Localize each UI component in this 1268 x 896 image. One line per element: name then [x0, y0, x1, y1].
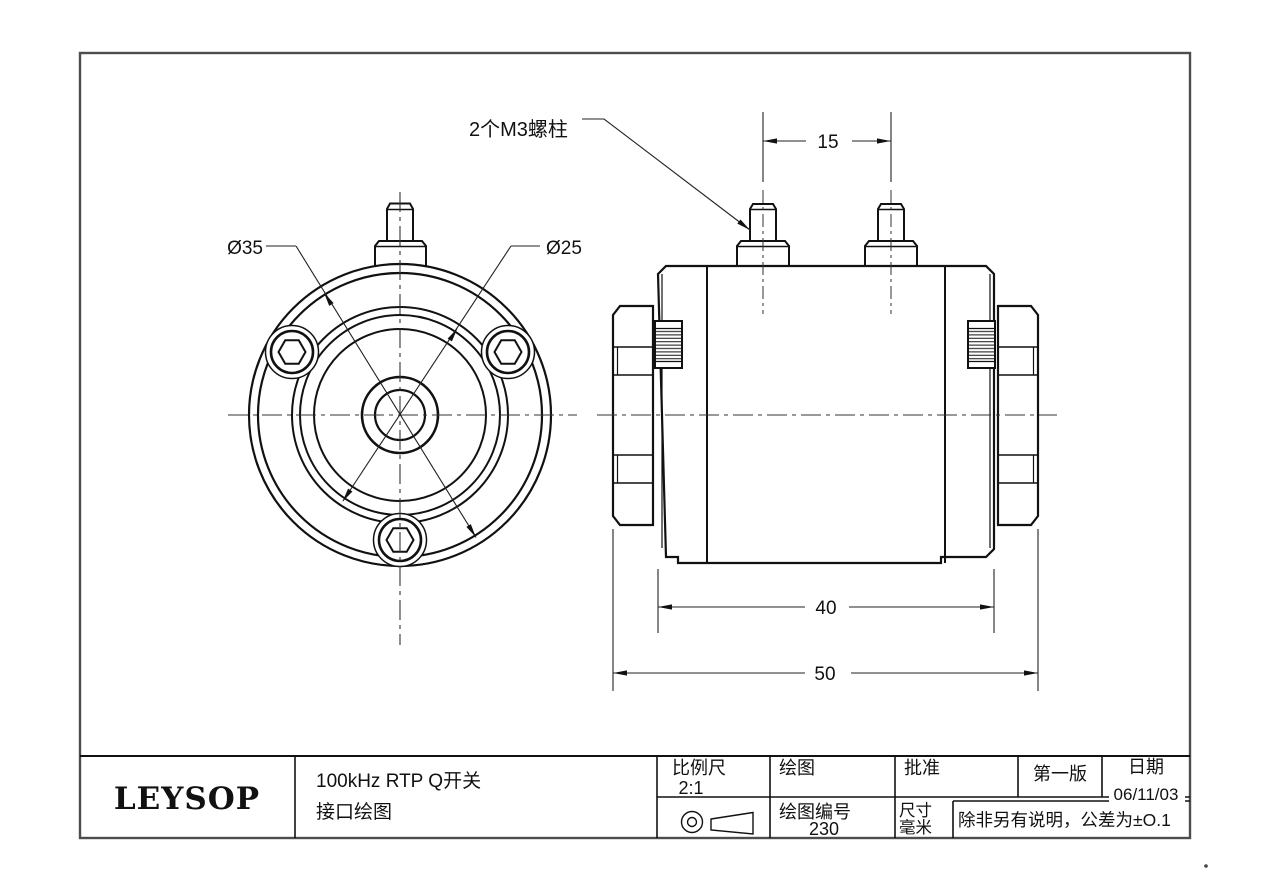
units-label-1: 尺寸 — [899, 801, 932, 820]
cap-screw-bottom — [372, 512, 428, 568]
scale-value: 2:1 — [678, 778, 703, 798]
cap-screw-upper-right — [480, 324, 536, 380]
dimensions: Ø35 Ø25 2个M3螺柱 15 — [227, 112, 1039, 691]
date-value: 06/11/03 — [1114, 785, 1179, 804]
cap-screw-upper-left — [264, 324, 320, 380]
units-label-2: 毫米 — [899, 818, 932, 837]
dim-dia25: Ø25 — [342, 238, 582, 502]
revision: 第一版 — [1033, 764, 1087, 784]
product-title: 100kHz RTP Q开关 — [316, 770, 481, 792]
left-knurled-screw-head — [654, 320, 683, 369]
date-label: 日期 — [1128, 757, 1164, 777]
left-clamp-ring — [611, 304, 655, 527]
title-block: LEYSOP 100kHz RTP Q开关 接口绘图 比例尺 2:1 绘图 绘图… — [80, 755, 1190, 839]
scale-label: 比例尺 — [672, 758, 726, 778]
drawn-label: 绘图 — [779, 758, 815, 778]
studs-leader: 2个M3螺柱 — [469, 118, 751, 231]
approved-label: 批准 — [904, 758, 940, 778]
drawing-subtitle: 接口绘图 — [316, 801, 392, 823]
dim-50-label: 50 — [814, 664, 835, 685]
tolerance-note: 除非另有说明，公差为±O.1 — [958, 810, 1171, 830]
dim-40: 40 — [657, 569, 995, 633]
drawing-frame — [78, 51, 1192, 840]
company-logo: LEYSOP — [114, 781, 260, 817]
projection-symbol-icon — [680, 810, 754, 835]
right-clamp-ring — [996, 304, 1040, 527]
stray-dot — [1204, 864, 1208, 868]
dim-dia35: Ø35 — [227, 238, 477, 538]
dim-40-label: 40 — [815, 598, 836, 619]
dim-15-label: 15 — [817, 132, 838, 153]
dim-50: 50 — [612, 529, 1039, 691]
centerlines — [228, 192, 1057, 645]
dia35-label: Ø35 — [227, 238, 263, 259]
dia25-label: Ø25 — [546, 238, 582, 259]
side-view — [611, 190, 1040, 565]
dim-15: 15 — [762, 112, 892, 182]
drawing-number-label: 绘图编号 — [779, 802, 851, 822]
studs-leader-label: 2个M3螺柱 — [469, 118, 568, 141]
drawing-number: 230 — [809, 819, 839, 839]
right-knurled-screw-head — [967, 320, 996, 369]
